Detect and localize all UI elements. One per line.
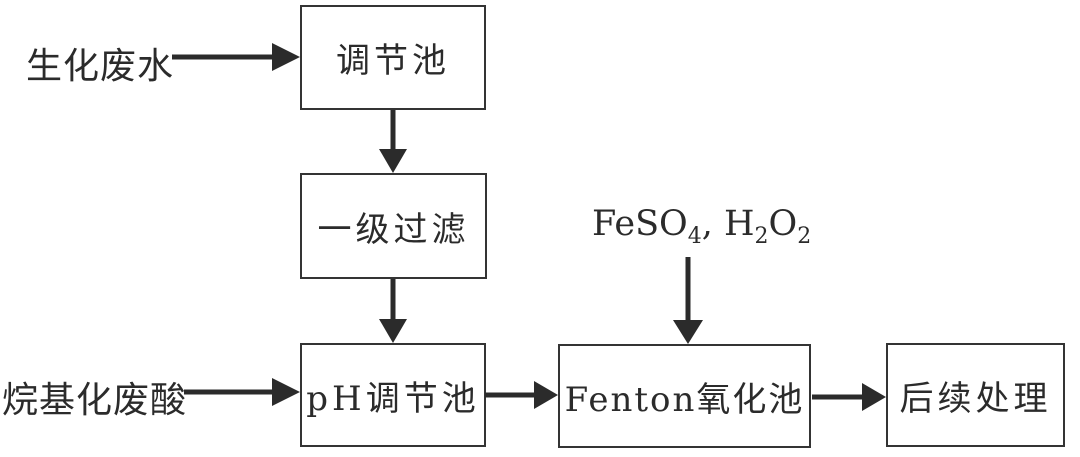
reagent-subscript: 2 <box>754 224 769 249</box>
arrow-ph-to-fenton <box>485 381 558 409</box>
node-primary-filtration: 一级过滤 <box>300 173 487 279</box>
reagent-text-part: O <box>768 204 798 244</box>
arrow-acid-to-ph <box>184 378 300 406</box>
node-fenton-oxidation-tank: Fenton氧化池 <box>558 344 811 448</box>
arrow-reagents-to-fenton <box>673 257 703 344</box>
node-subsequent-treatment-label: 后续处理 <box>899 378 1052 419</box>
reagent-text-part: FeSO <box>592 204 688 244</box>
label-biochemical-wastewater: 生化废水 <box>26 46 175 87</box>
node-ph-adjustment-tank: pH调节池 <box>300 343 486 447</box>
node-subsequent-treatment: 后续处理 <box>886 343 1065 447</box>
label-alkylation-waste-acid: 烷基化废酸 <box>2 380 188 421</box>
label-reagents-feso4-h2o2: FeSO4, H2O2 <box>592 204 811 249</box>
reagent-text-part: , H <box>701 204 755 244</box>
arrow-biochemical-to-regulation <box>172 43 300 71</box>
arrow-fenton-to-subsequent <box>812 383 886 411</box>
arrow-filtration-to-ph <box>379 279 407 343</box>
arrow-regulation-to-filtration <box>379 110 407 173</box>
node-primary-filtration-label: 一级过滤 <box>317 209 470 250</box>
node-regulation-tank-label: 调节池 <box>336 41 450 81</box>
node-regulation-tank: 调节池 <box>300 5 486 110</box>
node-ph-adjustment-tank-label: pH调节池 <box>306 378 480 419</box>
node-fenton-oxidation-tank-label: Fenton氧化池 <box>564 379 805 420</box>
reagent-subscript: 4 <box>687 224 702 249</box>
reagent-subscript: 2 <box>797 224 812 249</box>
